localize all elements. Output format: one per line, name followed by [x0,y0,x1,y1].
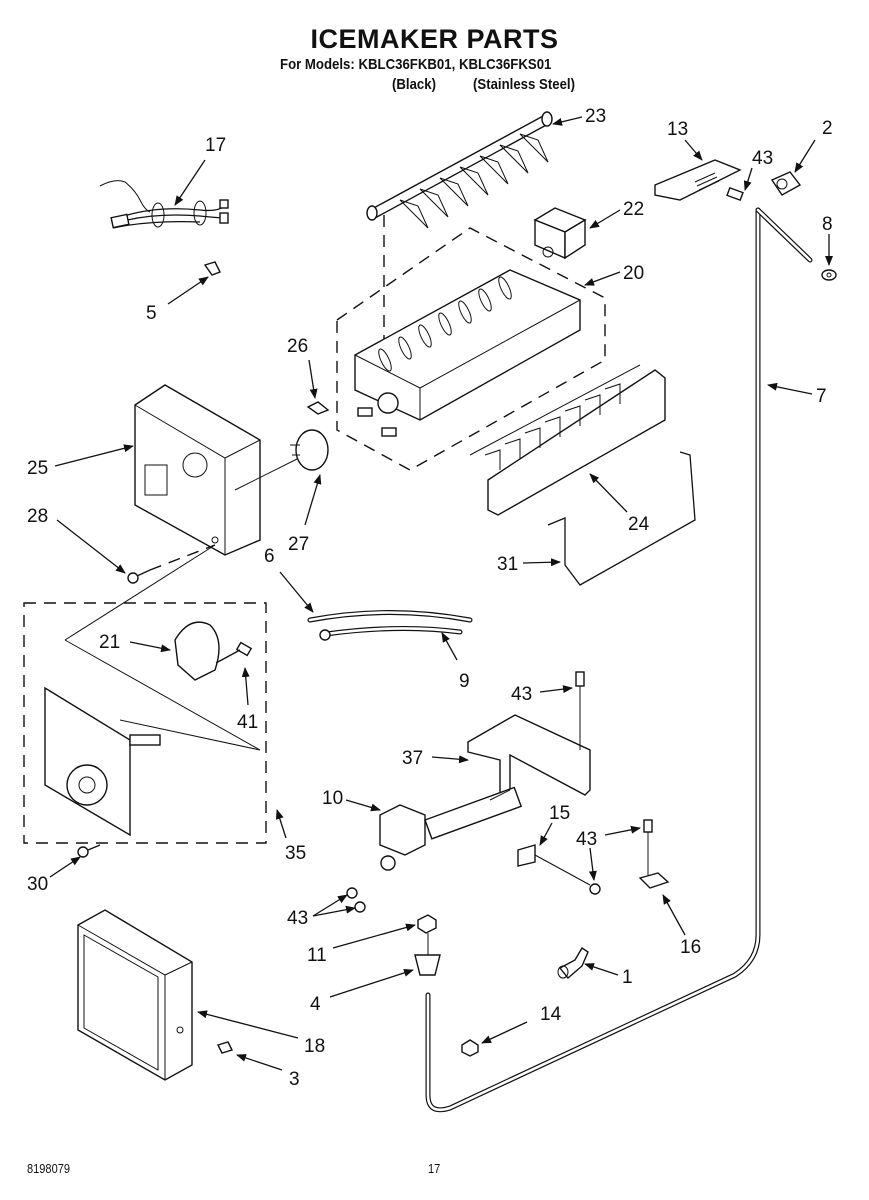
callout-11: 11 [307,945,327,966]
callout-5: 5 [146,303,157,324]
part-nut-14[interactable] [461,1039,479,1057]
callout-17: 17 [205,135,226,156]
part-cover-18[interactable] [77,909,193,1081]
callout-15: 15 [549,803,570,824]
part-nut-11[interactable] [417,914,437,934]
callout-27: 27 [288,534,309,555]
part-mold[interactable] [336,227,606,471]
callout-3: 3 [289,1069,300,1090]
callout-37: 37 [402,748,423,769]
callout-14: 14 [540,1004,562,1025]
part-module-housing[interactable] [134,384,261,556]
part-thermostat[interactable] [290,429,329,471]
callout-18: 18 [304,1036,325,1057]
part-shutoff-arm[interactable] [547,451,696,586]
callout-43b: 43 [511,684,532,705]
callout-7: 7 [816,386,827,407]
callout-35: 35 [285,843,306,864]
callout-23: 23 [585,106,606,127]
part-wire-harness[interactable] [99,180,229,229]
callout-labels: 23 13 2 43 17 22 8 20 5 26 7 25 24 28 27… [27,106,833,1090]
callout-8: 8 [822,214,833,235]
callout-41: 41 [237,712,258,733]
part-fill-cup-2[interactable] [770,171,802,196]
callout-10: 10 [322,788,343,809]
part-clamp-15[interactable] [517,844,591,886]
part-motor[interactable] [174,621,220,681]
callout-6: 6 [264,546,275,567]
callout-13: 13 [667,119,688,140]
part-screw-30[interactable] [77,844,101,858]
callout-22: 22 [623,199,644,220]
part-screw-43b[interactable] [575,671,585,750]
models-line: For Models: KBLC36FKB01, KBLC36FKS01 [280,56,552,73]
callout-25: 25 [27,458,48,479]
part-stripper[interactable] [469,364,666,516]
part-sleeve-4[interactable] [414,933,441,976]
part-fill-cup-housing[interactable] [533,207,587,260]
part-screw-43a[interactable] [726,186,744,202]
callout-1: 1 [622,967,633,988]
callout-24: 24 [628,514,650,535]
part-screw-28[interactable] [127,569,151,584]
part-ejector-blade[interactable] [366,111,553,229]
part-elbow[interactable] [557,947,589,980]
callout-16: 16 [680,937,701,958]
page-title: ICEMAKER PARTS [310,24,559,54]
part-clip[interactable] [203,261,221,276]
callout-26: 26 [287,336,308,357]
variant-stainless: (Stainless Steel) [473,76,575,93]
callout-9: 9 [459,671,470,692]
callout-28: 28 [27,506,48,527]
variant-black: (Black) [392,76,437,93]
callout-30: 30 [27,874,48,895]
part-clamp-16[interactable] [638,819,670,889]
document-part-number: 8198079 [27,1161,71,1176]
part-screw-43d[interactable] [589,883,601,895]
page-number: 17 [428,1161,441,1176]
part-water-valve[interactable] [379,786,523,871]
leader-lines [49,116,833,1071]
part-screw-41[interactable] [215,641,253,664]
callout-43c: 43 [576,829,597,850]
part-tube-9[interactable] [319,625,463,641]
callout-2: 2 [822,118,833,139]
part-module-plate[interactable] [44,686,161,837]
callout-43a: 43 [752,148,773,169]
callout-4: 4 [310,994,321,1015]
callout-20: 20 [623,263,644,284]
part-fill-tube[interactable] [425,207,813,1113]
assembly-boundary [23,602,267,844]
part-grommet-8[interactable] [821,269,837,281]
part-tube-6[interactable] [307,610,473,623]
callout-31: 31 [497,554,518,575]
part-clip-26[interactable] [306,401,330,415]
callout-21: 21 [99,632,120,653]
part-bracket[interactable] [467,714,591,807]
part-plug-3[interactable] [217,1041,233,1054]
callout-43d: 43 [287,908,308,929]
part-cover-13[interactable] [654,159,742,201]
